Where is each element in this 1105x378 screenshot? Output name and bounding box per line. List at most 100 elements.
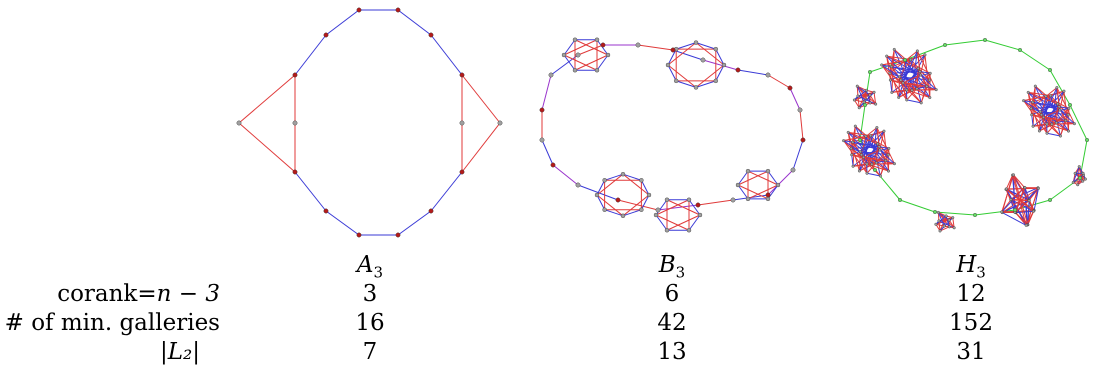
graph-node xyxy=(292,72,298,78)
graph-edge xyxy=(1031,114,1034,127)
graph-node xyxy=(938,229,942,233)
graph-edge xyxy=(863,149,881,158)
graph-node xyxy=(1044,94,1048,98)
graph-node xyxy=(886,153,890,157)
graph-node xyxy=(602,207,607,212)
graph-edge xyxy=(906,99,922,104)
graph-node xyxy=(745,196,751,202)
header-row: A3 B3 H3 xyxy=(0,250,1105,282)
graph-node xyxy=(1042,115,1046,119)
graph-node xyxy=(735,182,741,188)
graph-node xyxy=(855,84,859,88)
graph-edge xyxy=(622,194,650,217)
graph-edge xyxy=(767,170,779,186)
graph-node xyxy=(395,232,401,238)
graph-edge xyxy=(853,99,860,109)
row-label-corank: corank=n − 3 xyxy=(57,281,220,307)
graph-edge xyxy=(238,74,296,124)
graph-node xyxy=(1057,105,1061,109)
graph-node xyxy=(1031,100,1035,104)
graph-node xyxy=(952,226,956,230)
graph-node xyxy=(897,197,902,202)
graph-node xyxy=(1077,175,1082,180)
graph-node xyxy=(686,228,692,233)
graph-node xyxy=(539,107,545,113)
graph-node xyxy=(905,98,909,102)
graph-node xyxy=(868,101,872,105)
table-row: |L₂| 7 13 31 xyxy=(0,337,1105,367)
graph-edge xyxy=(890,79,927,87)
graph-node xyxy=(356,232,362,238)
graph-edge xyxy=(1045,90,1065,97)
graph-edge xyxy=(617,199,659,211)
graph-edge xyxy=(873,92,877,105)
graph-node xyxy=(395,7,401,13)
graph-edge xyxy=(640,194,650,210)
graph-edge xyxy=(866,148,890,174)
graph-node xyxy=(919,101,923,105)
graph-node xyxy=(664,197,670,202)
graph-edge xyxy=(1043,87,1058,118)
graph-edge xyxy=(541,139,554,166)
graph-edge xyxy=(906,72,931,101)
graph-node xyxy=(1023,186,1027,190)
graph-node xyxy=(944,214,948,218)
graph-edge xyxy=(935,215,947,225)
graph-node xyxy=(686,197,692,202)
graph-node xyxy=(1058,134,1062,138)
graph-edge xyxy=(881,64,931,74)
graph-edge xyxy=(655,199,690,216)
graph-node xyxy=(594,68,600,73)
graph-edge xyxy=(876,160,886,164)
graph-node xyxy=(915,87,919,91)
graph-edge xyxy=(944,39,986,46)
graph-edge xyxy=(865,135,890,149)
graph-node xyxy=(639,207,644,212)
graph-edge xyxy=(1056,87,1075,124)
graph-edge xyxy=(695,64,725,88)
graph-edge xyxy=(655,199,668,216)
graph-edge xyxy=(863,156,895,165)
graph-edge xyxy=(1005,188,1027,226)
graph-edge xyxy=(637,44,674,51)
graph-node xyxy=(787,85,793,91)
graph-node xyxy=(428,32,434,38)
graph-node xyxy=(765,196,771,202)
graph-node xyxy=(745,168,751,174)
graph-node xyxy=(890,65,894,69)
graph-edge xyxy=(1019,49,1051,71)
graph-node xyxy=(1045,131,1049,135)
graph-node xyxy=(572,37,578,42)
graph-edge xyxy=(905,59,931,74)
graph-edge xyxy=(461,122,501,173)
graph-edge xyxy=(325,210,360,236)
graph-edge xyxy=(1046,108,1070,134)
graph-edge xyxy=(702,59,739,71)
graph-edge xyxy=(905,54,926,61)
graph-edge xyxy=(695,42,716,50)
graph-node xyxy=(602,178,607,183)
graph-edge xyxy=(622,173,642,181)
graph-edge xyxy=(851,126,856,155)
graph-node xyxy=(635,42,641,48)
graph-node xyxy=(899,78,903,82)
graph-edge xyxy=(655,214,668,231)
graph-node xyxy=(765,72,771,78)
graph-node xyxy=(888,78,892,82)
graph-edge xyxy=(596,194,606,210)
graph-edge xyxy=(863,127,878,158)
graph-node xyxy=(323,32,329,38)
graph-edge xyxy=(666,214,701,231)
graph-node xyxy=(851,164,855,168)
table-row: corank=n − 3 3 6 12 xyxy=(0,279,1105,309)
graph-node xyxy=(735,67,741,73)
row-label-l2: |L₂| xyxy=(160,339,200,365)
graph-node xyxy=(885,54,889,58)
graph-edge xyxy=(294,34,327,76)
graph-edge xyxy=(1001,174,1014,213)
graph-node xyxy=(800,137,806,143)
graph-node xyxy=(550,162,556,168)
graph-edge xyxy=(948,219,955,229)
graph-edge xyxy=(1043,116,1075,125)
graph-node xyxy=(849,146,853,150)
